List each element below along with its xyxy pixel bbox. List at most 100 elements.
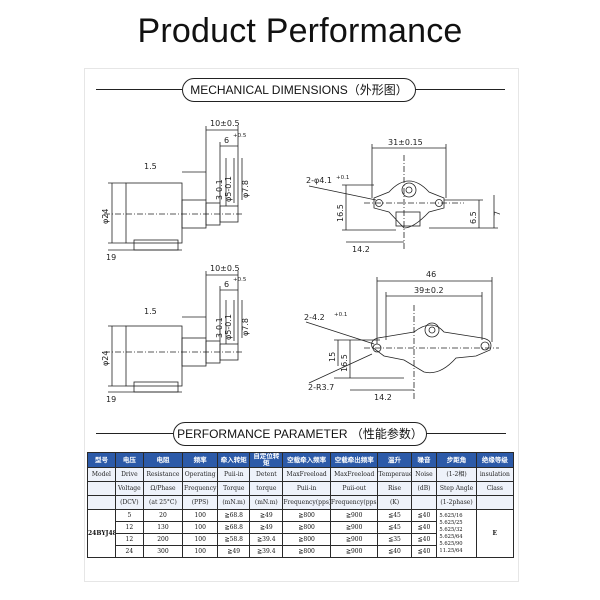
mechanical-dimensions-label: MECHANICAL DIMENSIONS（外形图） <box>182 78 416 102</box>
step-angle-value: 5.625/16 <box>439 512 463 519</box>
table-cell: ≦40 <box>410 533 438 546</box>
header-cell <box>410 495 438 510</box>
step-angle-value: 5.625/64 <box>439 533 463 540</box>
dim-24-top: φ24 <box>101 209 110 224</box>
table-cell: ≦45 <box>377 509 412 522</box>
table-cell: 100 <box>182 509 219 522</box>
header-cell: Class <box>475 481 515 496</box>
dim-31: 31±0.15 <box>388 138 423 147</box>
dim-6-5: 6.5 <box>469 211 478 224</box>
table-row: 12 130 100 ≧68.8 ≧49 ≧800 ≧900 ≦45 ≦40 <box>88 521 514 534</box>
header-cell: Puii-in <box>217 467 251 482</box>
table-cell: 24 <box>114 545 144 558</box>
table-header-en-2: Voltage Ω/Phase Frequency Torque torque … <box>87 481 515 496</box>
dim-14-2-top: 14.2 <box>352 245 370 254</box>
header-cell: (1-2相) <box>436 467 477 482</box>
dim-hole-top: 2-φ4.1 <box>306 176 332 185</box>
dim-6-tol-bottom: +0.5 <box>233 277 247 283</box>
header-cell: (DCV) <box>114 495 144 510</box>
header-cell: 温升 <box>377 452 412 468</box>
table-cell: ≧49 <box>249 521 284 534</box>
table-cell: ≧900 <box>329 509 379 522</box>
dim-16-5-bottom: 16.5 <box>340 354 349 372</box>
table-cell: ≧900 <box>329 545 379 558</box>
front-view-bottom <box>305 277 499 400</box>
dim-3-bottom: 3-0.1 <box>215 317 224 338</box>
table-cell: ≧68.8 <box>217 521 251 534</box>
header-cell: (mN.m) <box>249 495 284 510</box>
table-cell: ≧900 <box>329 521 379 534</box>
header-cell: 频率 <box>182 452 219 468</box>
step-angle-value: 5.625/32 <box>439 526 463 533</box>
header-cell: Step Angle <box>436 481 477 496</box>
table-cell: ≦45 <box>377 521 412 534</box>
dim-hole-tol-top: +0.1 <box>336 175 349 181</box>
header-cell: 步距角 <box>436 452 477 468</box>
table-cell: 12 <box>114 533 144 546</box>
table-cell: 12 <box>114 521 144 534</box>
table-cell: ≧49 <box>249 509 284 522</box>
model-cell: 24BYJ48 <box>87 509 116 558</box>
dim-6-top: 6 <box>224 136 229 145</box>
section-line-right <box>415 89 505 90</box>
table-cell: ≧800 <box>282 509 331 522</box>
table-cell: ≧39.4 <box>249 545 284 558</box>
dim-5-top: φ5-0.1 <box>224 176 233 202</box>
header-cell: 空载牵入频率 <box>282 452 331 468</box>
table-cell: 200 <box>142 533 184 546</box>
dim-19-bottom: 19 <box>106 395 116 404</box>
dim-1-5-bottom: 1.5 <box>144 307 157 316</box>
table-cell: 300 <box>142 545 184 558</box>
table-cell: 100 <box>182 545 219 558</box>
table-cell: ≦35 <box>377 533 412 546</box>
table-cell: ≦40 <box>410 509 438 522</box>
header-cell: Frequency(pps) <box>282 495 331 510</box>
table-header-en-1: Model Drive Resistance Operating Puii-in… <box>87 467 515 482</box>
header-cell: torque <box>249 481 284 496</box>
step-angle-value: 5.625/90 <box>439 540 463 547</box>
header-cell: Ω/Phase <box>142 481 184 496</box>
dim-length-bottom: 10±0.5 <box>210 264 240 273</box>
header-cell: MaxFreeload <box>282 467 331 482</box>
dim-hole-tol-bottom: +0.1 <box>334 312 347 318</box>
table-cell: ≧68.8 <box>217 509 251 522</box>
table-cell: ≧800 <box>282 533 331 546</box>
performance-table: 型号 电压 电阻 频率 牵入转矩 自定位转矩 空载牵入频率 空载牵出频率 温升 … <box>87 452 515 558</box>
header-cell: Frequency(pps) <box>329 495 379 510</box>
header-cell: 噪音 <box>410 452 438 468</box>
section-line-left-2 <box>96 433 173 434</box>
table-cell: ≧900 <box>329 533 379 546</box>
front-view-top <box>308 144 498 250</box>
header-cell: (1-2phase) <box>436 495 477 510</box>
mechanical-drawing: 10±0.5 6 +0.5 1.5 3-0.1 φ5-0.1 φ7.8 φ24 … <box>101 119 502 404</box>
header-cell: Resistance <box>142 467 184 482</box>
dim-6-bottom: 6 <box>224 280 229 289</box>
header-cell: Model <box>87 467 116 482</box>
header-cell: Frequency <box>182 481 219 496</box>
header-cell: 空载牵出频率 <box>329 452 379 468</box>
dim-7: 7 <box>493 211 502 216</box>
header-cell: Drive <box>114 467 144 482</box>
dim-16-5-top: 16.5 <box>336 204 345 222</box>
header-cell: (mN.m) <box>217 495 251 510</box>
dim-15-bottom: 15 <box>328 352 337 362</box>
insulation-cell: E <box>475 509 515 558</box>
section-line-left <box>96 89 182 90</box>
header-cell <box>87 481 116 496</box>
header-cell: 绝缘等级 <box>475 452 515 468</box>
header-cell <box>87 495 116 510</box>
dim-radius: 2-R3.7 <box>308 383 334 392</box>
table-header-en-3: (DCV) (at 25°C) (PPS) (mN.m) (mN.m) Freq… <box>87 495 515 510</box>
side-view-top <box>104 126 244 251</box>
header-cell: Temperaue <box>377 467 412 482</box>
header-cell: Puii-out <box>329 481 379 496</box>
header-cell: Rise <box>377 481 412 496</box>
header-cell: Voltage <box>114 481 144 496</box>
side-view-bottom <box>104 271 244 393</box>
table-cell: ≦40 <box>377 545 412 558</box>
header-cell: Puii-in <box>282 481 331 496</box>
table-cell: ≦40 <box>410 545 438 558</box>
step-angle-value: 5.625/25 <box>439 519 463 526</box>
dim-hole-bottom: 2-4.2 <box>304 313 325 322</box>
dim-1-5-top: 1.5 <box>144 162 157 171</box>
